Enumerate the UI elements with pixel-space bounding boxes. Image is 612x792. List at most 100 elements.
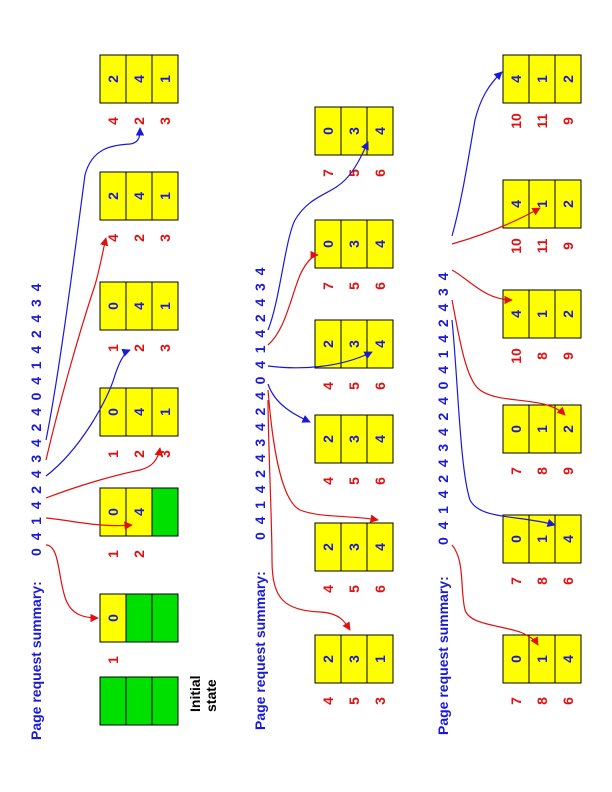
access-counter: 7 [508,697,524,705]
page-frame [502,404,530,454]
page-number: 2 [320,655,336,663]
page-frame [151,487,179,537]
page-number: 4 [508,200,524,208]
access-counter: 6 [372,169,388,177]
page-frame [366,634,394,684]
page-frame [340,414,368,464]
page-frame [125,281,153,331]
access-counter: 1 [105,656,121,664]
access-counter: 8 [534,467,550,475]
page-number: 1 [157,302,173,310]
access-counter: 4 [320,585,336,593]
access-counter: 6 [560,697,576,705]
page-frame [99,387,127,437]
initial-state-label-line1: Initial [187,675,203,712]
access-counter: 4 [105,117,121,125]
access-counter: 8 [534,697,550,705]
page-number: 3 [346,340,362,348]
page-number: 3 [346,240,362,248]
access-counter: 5 [346,585,362,593]
access-counter: 5 [346,169,362,177]
access-counter: 6 [372,585,388,593]
page-number: 1 [534,425,550,433]
access-counter: 5 [346,697,362,705]
page-number: 0 [105,614,121,622]
page-frame [366,106,394,156]
page-frame [502,514,530,564]
page-frame [366,219,394,269]
access-counter: 4 [105,234,121,242]
page-frame [366,522,394,572]
page-frame [554,289,582,339]
access-counter: 3 [157,450,173,458]
page-frame [366,414,394,464]
page-frame [314,319,342,369]
access-counter: 6 [372,282,388,290]
access-counter: 6 [560,577,576,585]
page-number: 4 [131,508,147,516]
page-frame [554,179,582,229]
page-frame [314,106,342,156]
page-number: 1 [157,192,173,200]
access-counter: 7 [508,467,524,475]
page-frame [502,634,530,684]
page-number: 2 [105,192,121,200]
page-number: 2 [560,200,576,208]
page-number: 2 [105,75,121,83]
page-frame [314,634,342,684]
page-frame [99,281,127,331]
page-number: 4 [131,302,147,310]
page-frame [151,593,179,643]
page-number: 4 [560,655,576,663]
page-number: 4 [508,310,524,318]
access-counter: 11 [534,238,550,253]
memory-state: 01 [99,593,179,664]
page-number: 2 [320,340,336,348]
page-number: 1 [534,310,550,318]
access-counter: 1 [105,344,121,352]
page-frame [554,514,582,564]
page-number: 0 [508,425,524,433]
page-number: 4 [131,75,147,83]
page-number: 4 [131,408,147,416]
row1-arrows [45,127,163,623]
page-frame [528,514,556,564]
page-number: 2 [560,425,576,433]
page-number: 0 [105,302,121,310]
page-number: 2 [560,310,576,318]
access-counter: 6 [372,477,388,485]
page-number: 1 [534,75,550,83]
page-number: 4 [560,535,576,543]
page-number: 4 [372,240,388,248]
access-counter: 4 [320,382,336,390]
page-frame [528,634,556,684]
access-counter: 9 [560,467,576,475]
access-counter: 3 [372,697,388,705]
page-number: 1 [534,200,550,208]
page-number: 0 [105,508,121,516]
row2-sequence: 0 4 1 4 2 4 3 4 2 4 0 4 1 4 2 4 3 4 [252,267,268,540]
access-counter: 4 [320,697,336,705]
page-number: 2 [560,75,576,83]
page-number: 3 [346,127,362,135]
memory-state: 0 7 1 8 2 9 [502,404,582,475]
access-counter: 8 [534,577,550,585]
page-frame [366,319,394,369]
page-number: 4 [372,435,388,443]
page-frame [554,634,582,684]
page-frame [151,54,179,104]
page-number: 4 [131,192,147,200]
page-number: 3 [346,655,362,663]
access-counter: 2 [131,117,147,125]
access-counter: 2 [131,234,147,242]
